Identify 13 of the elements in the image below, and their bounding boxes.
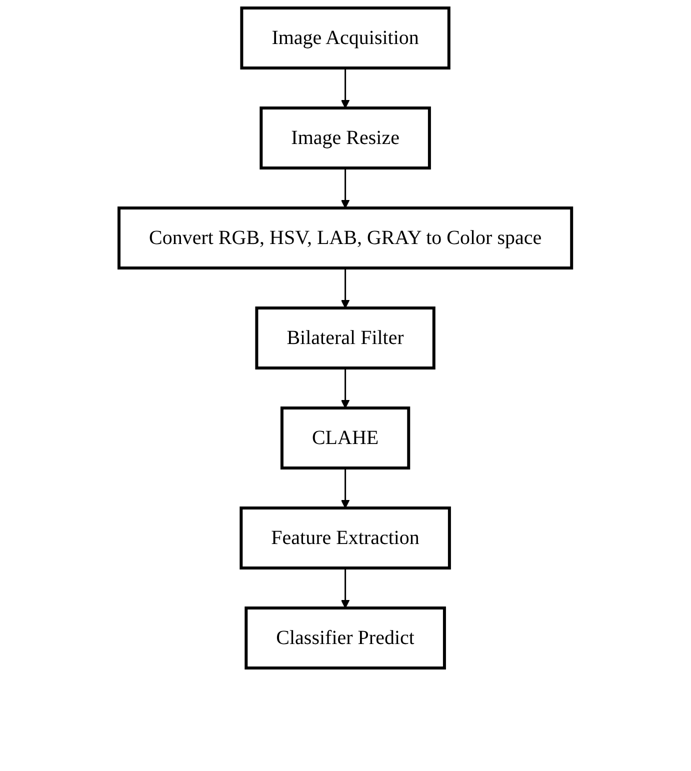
arrow xyxy=(341,568,350,608)
arrow xyxy=(341,168,350,208)
arrow xyxy=(341,468,350,508)
arrow xyxy=(341,268,350,308)
node-box: Image Acquisition xyxy=(240,6,451,70)
arrow xyxy=(341,368,350,408)
node-box: CLAHE xyxy=(280,406,410,470)
node-box: Classifier Predict xyxy=(244,606,446,670)
node-box: Image Resize xyxy=(260,106,432,170)
arrow xyxy=(341,68,350,108)
node-box: Bilateral Filter xyxy=(255,306,436,370)
node-box: Feature Extraction xyxy=(240,506,452,570)
node-box: Convert RGB, HSV, LAB, GRAY to Color space xyxy=(118,206,574,270)
